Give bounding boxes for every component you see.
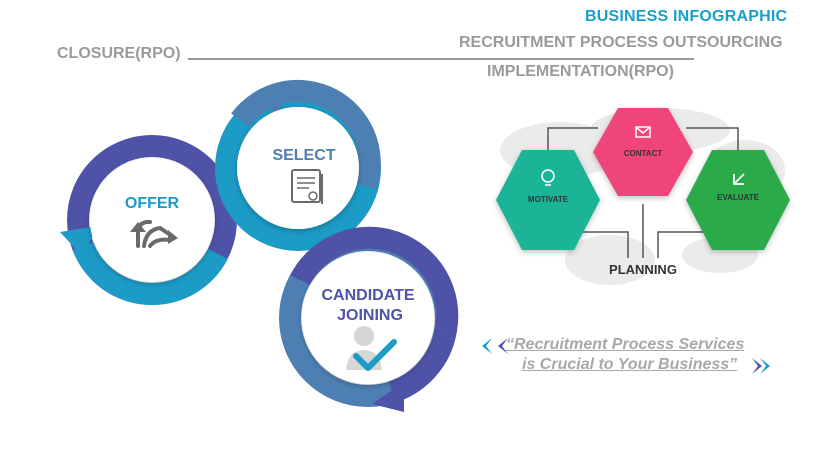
candidate-arrowhead xyxy=(372,382,404,412)
document-icon xyxy=(291,169,323,204)
motivate-hexagon xyxy=(496,150,600,250)
header-divider xyxy=(188,58,694,60)
select-label: SELECT xyxy=(272,147,335,164)
evaluate-label: EVALUATE xyxy=(717,193,760,202)
infographic-subtitle: RECRUITMENT PROCESS OUTSOURCING xyxy=(459,34,783,51)
mail-icon xyxy=(635,126,651,138)
select-ring xyxy=(215,80,381,251)
candidate-ring xyxy=(279,226,459,412)
quote-left-chevron-outer-icon xyxy=(482,338,492,354)
offer-label: OFFER xyxy=(125,195,180,212)
select-arrowhead xyxy=(252,86,284,114)
offer-ring xyxy=(60,135,237,305)
quote-line-1: “Recruitment Process Services xyxy=(506,336,745,353)
candidate-label-line1: CANDIDATE xyxy=(321,287,414,304)
trend-arrow-icon xyxy=(733,173,745,185)
contact-hexagon xyxy=(593,108,693,196)
contact-label: CONTACT xyxy=(624,149,663,158)
quote-left-chevron-icon xyxy=(498,338,508,354)
closure-label: CLOSURE(RPO) xyxy=(57,45,181,62)
infographic-title: BUSINESS INFOGRAPHIC xyxy=(585,8,788,25)
evaluate-hexagon xyxy=(686,150,790,250)
quote-line-2: is Crucial to Your Business” xyxy=(522,356,738,373)
motivate-label: MOTIVATE xyxy=(528,195,569,204)
quote-right-chevron-icon xyxy=(752,358,762,374)
implementation-label: IMPLEMENTATION(RPO) xyxy=(487,63,674,80)
branch-arrows-icon xyxy=(130,220,178,248)
person-check-icon xyxy=(346,326,397,371)
candidate-label-line2: JOINING xyxy=(337,307,403,324)
planning-label: PLANNING xyxy=(609,262,677,277)
lightbulb-icon xyxy=(541,169,555,186)
quote-right-chevron-outer-icon xyxy=(760,358,770,374)
offer-arrowhead xyxy=(60,226,98,256)
